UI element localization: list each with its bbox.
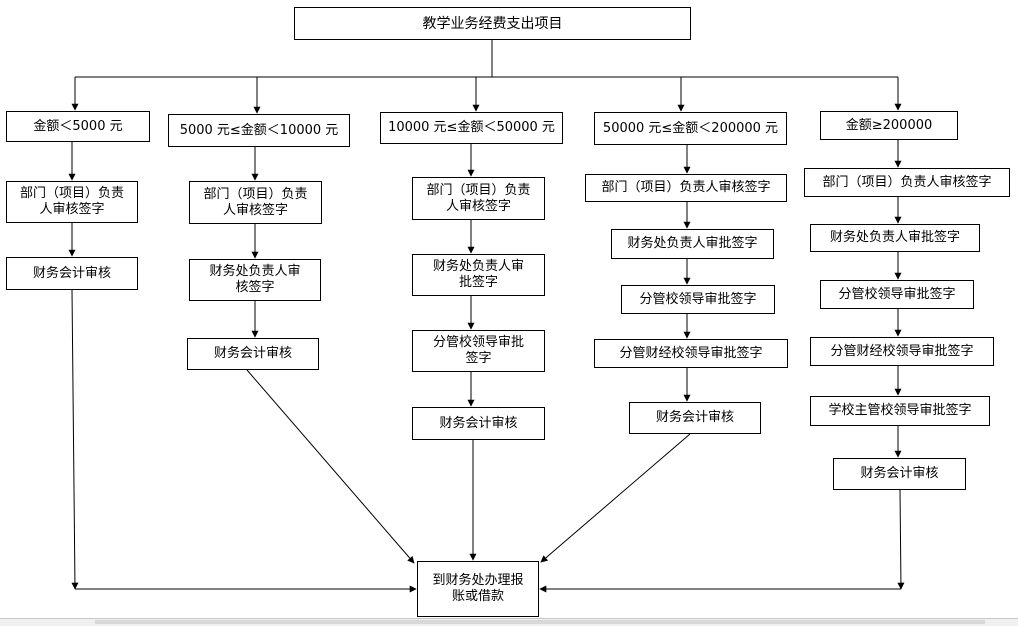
step-box-3-3: 分管校领导审批 签字 [412, 330, 545, 372]
final-box: 到财务处办理报 账或借款 [417, 561, 539, 617]
step-box-3-4: 财务会计审核 [412, 407, 545, 440]
step-box-5-4: 分管财经校领导审批签字 [810, 337, 994, 366]
step-box-5-5: 学校主管校领导审批签字 [810, 396, 990, 426]
arrow-col1-down [71, 289, 79, 590]
step-box-2-3: 财务会计审核 [187, 338, 319, 370]
step-box-2-2: 财务处负责人审 核签字 [189, 259, 321, 301]
arrow-col5-down [897, 489, 905, 590]
step-box-3-1: 部门（项目）负责 人审核签字 [412, 177, 545, 220]
step-box-5-1: 部门（项目）负责人审核签字 [804, 168, 1010, 197]
header-box-1: 金额＜5000 元 [6, 111, 150, 142]
step-box-4-4: 分管财经校领导审批签字 [594, 339, 788, 368]
title-box: 教学业务经费支出项目 [294, 7, 691, 40]
step-box-4-1: 部门（项目）负责人审核签字 [585, 174, 787, 202]
header-box-4: 50000 元≤金额＜200000 元 [594, 112, 787, 145]
step-box-5-6: 财务会计审核 [833, 458, 966, 490]
header-box-5: 金额≥200000 [820, 111, 958, 140]
header-box-2: 5000 元≤金额＜10000 元 [168, 114, 350, 147]
header-box-3: 10000 元≤金额＜50000 元 [380, 112, 563, 144]
step-box-3-2: 财务处负责人审 批签字 [412, 254, 545, 296]
step-box-2-1: 部门（项目）负责 人审核签字 [189, 181, 322, 224]
step-box-4-5: 财务会计审核 [629, 402, 761, 434]
step-box-1-1: 部门（项目）负责 人审核签字 [6, 181, 138, 223]
scrollbar-thumb[interactable] [95, 620, 985, 624]
step-box-4-2: 财务处负责人审批签字 [611, 229, 774, 259]
step-box-5-2: 财务处负责人审批签字 [810, 224, 980, 252]
step-box-4-3: 分管校领导审批签字 [621, 285, 775, 314]
step-box-5-3: 分管校领导审批签字 [820, 280, 974, 309]
arrow-col4-to-final [540, 433, 691, 563]
step-box-1-2: 财务会计审核 [6, 257, 138, 290]
arrow-col2-to-final [246, 369, 415, 564]
